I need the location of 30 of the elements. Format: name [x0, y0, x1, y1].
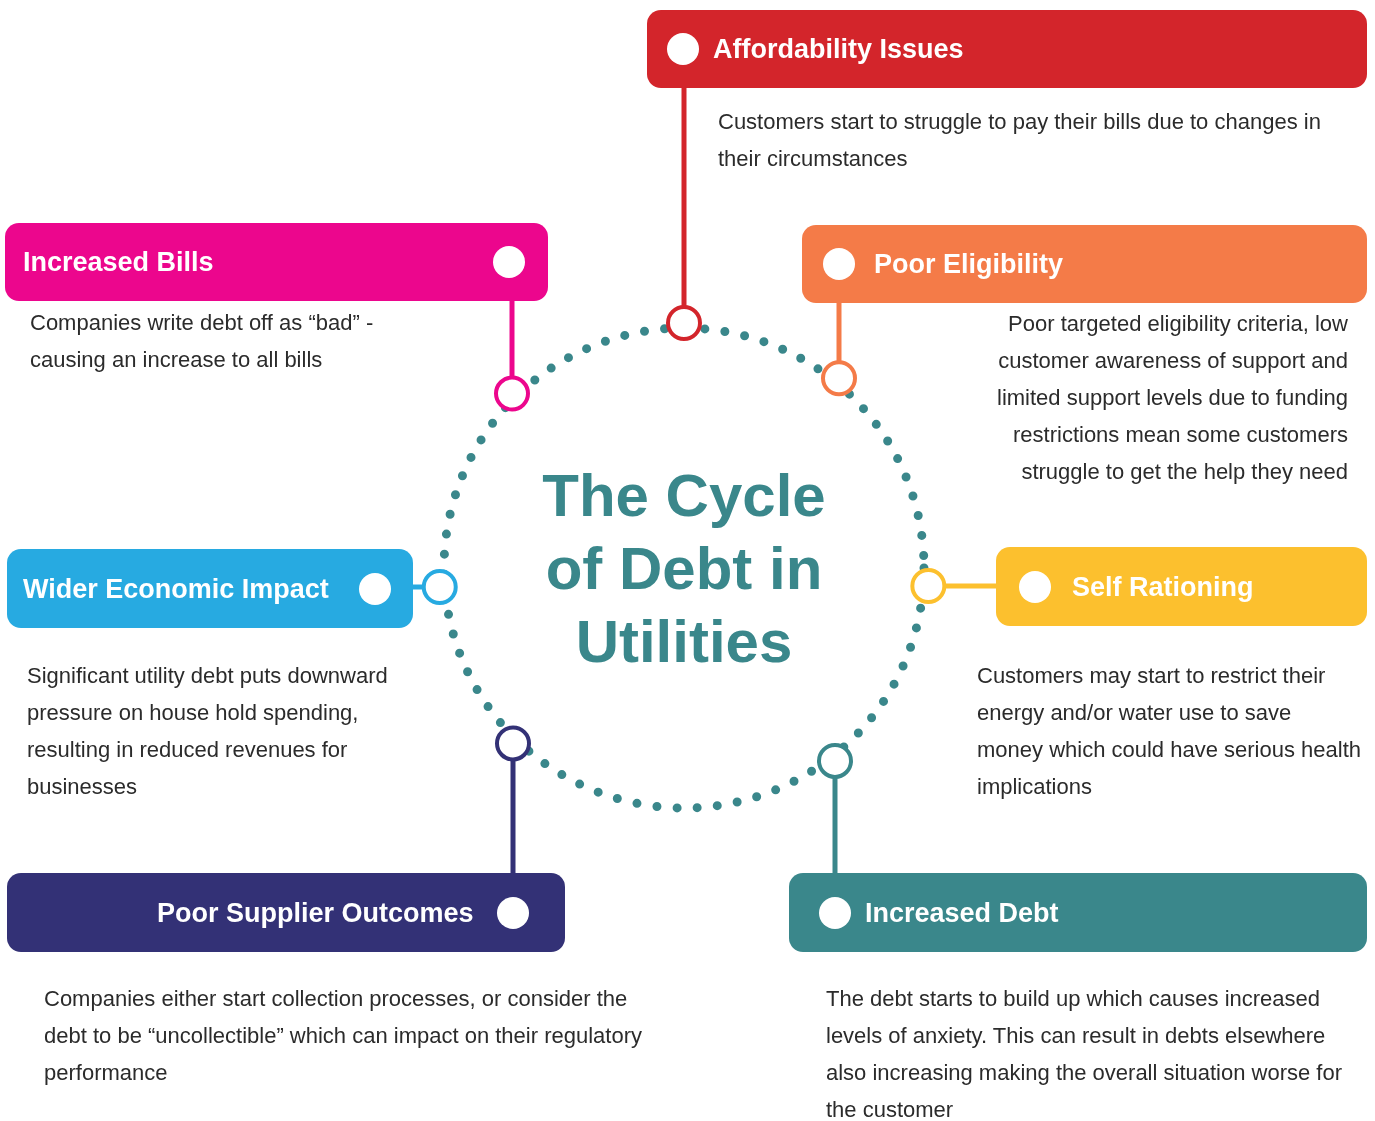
- description-text: Poor targeted eligibility criteria, low customer awareness of support and limited support levels due to funding restrictions mean some customers struggle to get the help they need: [996, 310, 1348, 486]
- cycle-title: The Cycle of Debt in Utilities: [541, 460, 827, 677]
- description-text: Customers start to struggle to pay their bills due to changes in their circumstances: [718, 108, 1322, 173]
- banner-heading: Self Rationing: [1072, 571, 1254, 602]
- category-banner: [7, 549, 413, 628]
- category-banner: [5, 223, 548, 301]
- banner-heading: Increased Debt: [865, 897, 1059, 928]
- description-text: The debt starts to build up which causes increased levels of anxiety. This can result in debts elsewhere also increasing making the overall situation worse for the customer: [826, 985, 1344, 1121]
- category-banner: [7, 873, 565, 952]
- description-text: Customers may start to restrict their energy and/or water use to save money which could have serious health implications: [977, 662, 1362, 801]
- ring-connector: [495, 725, 531, 873]
- banner-heading: Affordability Issues: [713, 33, 964, 65]
- ring-connector: [666, 88, 702, 341]
- category-banner: [647, 10, 1367, 88]
- banner-heading: Poor Eligibility: [874, 248, 1063, 280]
- description-text: Significant utility debt puts downward pressure on house hold spending, resulting in reduced revenues for businesses: [27, 662, 389, 801]
- category-banner: [789, 873, 1367, 952]
- ring-connector: [910, 568, 996, 604]
- category-banner: [996, 547, 1367, 626]
- banner-heading: Increased Bills: [23, 246, 214, 278]
- description-text: Companies write debt off as “bad” - causing an increase to all bills: [30, 309, 375, 374]
- ring-connector: [494, 301, 530, 412]
- banner-heading: Poor Supplier Outcomes: [157, 897, 474, 928]
- dotted-circle: [439, 323, 929, 813]
- description-text: Companies either start collection processes, or consider the debt to be “uncollectible” which can impact on their regulatory performance: [44, 985, 643, 1087]
- category-banner: [802, 225, 1367, 303]
- ring-connector: [817, 742, 853, 873]
- ring-connector: [413, 569, 458, 605]
- ring-connector: [821, 303, 857, 397]
- banner-heading: Wider Economic Impact: [23, 573, 329, 604]
